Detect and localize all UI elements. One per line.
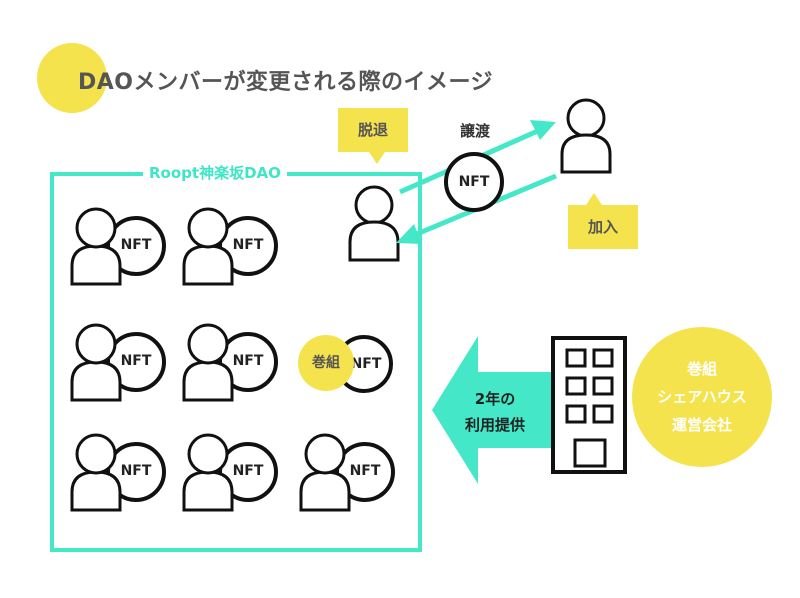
makigumi-badge: 巻組 — [298, 335, 354, 391]
member-head — [187, 207, 229, 249]
nft-token-ring — [106, 442, 166, 502]
transfer-nft-label: NFT — [458, 174, 490, 190]
usage-arrow — [432, 336, 560, 484]
member-nft-label: NFT — [232, 353, 264, 369]
member-nft-label: NFT — [349, 463, 381, 479]
building-icon — [551, 336, 627, 474]
leaving-member — [348, 185, 400, 262]
member-head — [75, 433, 117, 475]
company-circle — [632, 327, 772, 467]
nft-token-ring — [218, 442, 278, 502]
page-title: DAOメンバーが変更される際のイメージ — [78, 70, 494, 95]
usage-label-line-1: 2年の — [474, 390, 516, 408]
member-nft-label: NFT — [120, 353, 152, 369]
usage-label: 2年の 利用提供 — [455, 386, 535, 438]
member-grid — [70, 207, 395, 512]
joining-member — [560, 98, 612, 174]
title-decor-circle — [37, 43, 107, 113]
member-head — [75, 323, 117, 365]
leave-callout: 脱退 — [338, 108, 408, 164]
company-line-2: シェアハウス — [657, 388, 747, 406]
nft-token-ring — [335, 442, 395, 502]
nft-token-ring — [106, 216, 166, 276]
makigumi-nft-label: NFT — [350, 356, 382, 372]
transfer-nft-token — [444, 152, 504, 212]
member-nft-label: NFT — [120, 237, 152, 253]
member-nft-label: NFT — [232, 463, 264, 479]
member-head — [187, 323, 229, 365]
dao-member — [70, 433, 166, 512]
usage-label-line-2: 利用提供 — [464, 416, 525, 434]
company-line-1: 巻組 — [686, 360, 717, 378]
nft-token-ring — [218, 216, 278, 276]
dao-member — [299, 433, 395, 512]
company-line-3: 運営会社 — [671, 416, 732, 434]
nft-token-ring — [106, 332, 166, 392]
member-head — [75, 207, 117, 249]
nft-token-ring — [218, 332, 278, 392]
member-nft-label: NFT — [120, 463, 152, 479]
company-label: 巻組 シェアハウス 運営会社 — [632, 355, 772, 439]
dao-member — [182, 207, 278, 286]
join-callout: 加入 — [568, 193, 638, 249]
dao-member — [182, 433, 278, 512]
dao-label: Roopt神楽坂DAO — [143, 161, 287, 185]
member-head — [187, 433, 229, 475]
dao-member — [182, 323, 278, 402]
member-head — [304, 433, 346, 475]
dao-member — [70, 323, 166, 402]
member-nft-label: NFT — [232, 237, 264, 253]
dao-member — [70, 207, 166, 286]
transfer-label: 譲渡 — [459, 122, 490, 140]
